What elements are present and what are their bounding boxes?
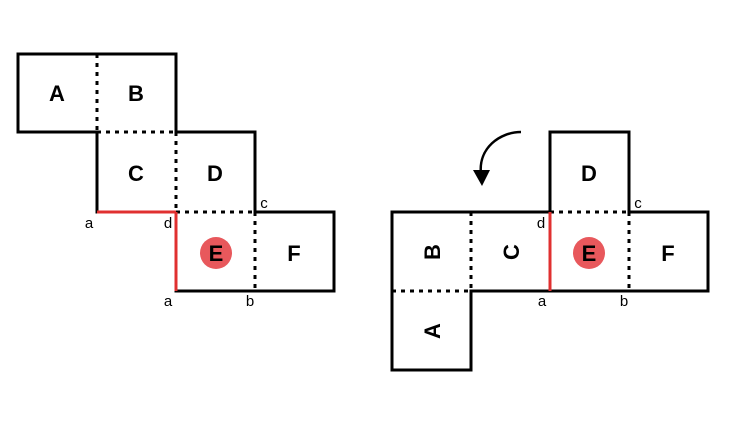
- vertex-label-b: b: [246, 293, 254, 310]
- face-label-b: B: [128, 81, 144, 106]
- highlight-circle: [573, 237, 605, 269]
- face-label-d: D: [581, 161, 597, 186]
- face-label-a: A: [420, 323, 445, 339]
- vertex-label-a-top: a: [85, 215, 94, 232]
- face-label-f: F: [287, 241, 300, 266]
- vertex-label-a-bottom: a: [164, 293, 173, 310]
- vertex-label-c: c: [634, 195, 642, 212]
- face-label-d: D: [207, 161, 223, 186]
- face-label-e: E: [209, 241, 224, 266]
- face-label-e: E: [582, 241, 597, 266]
- right-net-outline: [390, 130, 710, 372]
- vertex-label-a: a: [538, 293, 547, 310]
- vertex-label-c: c: [260, 195, 268, 212]
- curved-arrow-icon: [473, 130, 522, 186]
- face-label-a: A: [49, 81, 65, 106]
- left-net: A B C D E F a d c a b: [16, 52, 336, 310]
- face-label-c: C: [499, 244, 524, 260]
- face-label-b: B: [420, 244, 445, 260]
- right-net: D E F B C A d c a b: [390, 130, 710, 372]
- highlight-circle: [200, 237, 232, 269]
- vertex-label-d: d: [164, 215, 172, 232]
- vertex-label-b: b: [620, 293, 628, 310]
- face-label-f: F: [661, 241, 674, 266]
- vertex-label-d: d: [537, 215, 545, 232]
- face-label-c: C: [128, 161, 144, 186]
